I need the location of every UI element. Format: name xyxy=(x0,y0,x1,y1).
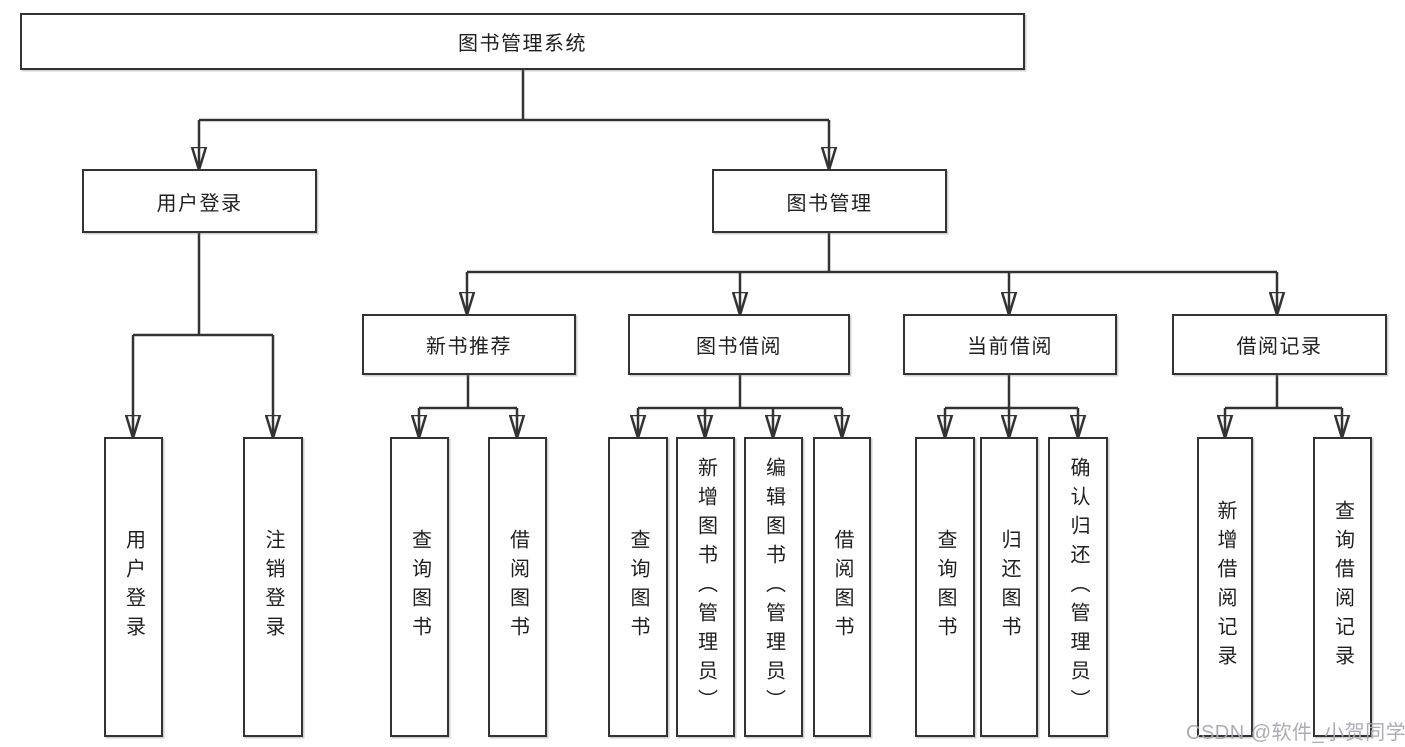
connector-records-split xyxy=(1225,375,1342,410)
leaf-logout-login: 注销登录 xyxy=(243,437,303,737)
leaf-label: 新增图书（管理员） xyxy=(694,456,717,718)
leaf-label: 借阅图书 xyxy=(506,529,529,645)
node-book-borrowing: 图书借阅 xyxy=(628,314,850,375)
leaf-newbook-borrow-books: 借阅图书 xyxy=(488,437,547,737)
leaf-borrowing-query-books: 查询图书 xyxy=(608,437,668,737)
leaf-label: 编辑图书（管理员） xyxy=(762,456,785,718)
connector-book-management-split xyxy=(467,233,1277,274)
connector-user-login-split xyxy=(133,233,273,337)
node-root-system: 图书管理系统 xyxy=(20,13,1025,70)
leaf-label: 用户登录 xyxy=(122,529,145,645)
leaf-label: 查询图书 xyxy=(408,529,431,645)
leaf-newbook-query-books: 查询图书 xyxy=(390,437,449,737)
leaf-borrowing-edit-books-admin: 编辑图书（管理员） xyxy=(744,437,803,737)
node-user-login: 用户登录 xyxy=(82,169,317,233)
leaf-records-add-record: 新增借阅记录 xyxy=(1197,437,1253,737)
leaf-current-confirm-return-admin: 确认归还（管理员） xyxy=(1048,437,1108,737)
leaf-label: 查询借阅记录 xyxy=(1331,500,1354,674)
leaf-label: 新增借阅记录 xyxy=(1214,500,1236,674)
node-current-borrowing: 当前借阅 xyxy=(903,314,1117,375)
leaf-label: 确认归还（管理员） xyxy=(1067,456,1089,718)
leaf-label: 查询图书 xyxy=(627,529,649,645)
leaf-records-query-record: 查询借阅记录 xyxy=(1313,437,1372,737)
leaf-label: 借阅图书 xyxy=(831,529,853,645)
leaf-label: 查询图书 xyxy=(934,529,956,645)
leaf-label: 归还图书 xyxy=(998,529,1020,645)
node-new-book-recommend: 新书推荐 xyxy=(362,314,576,375)
node-borrowing-records: 借阅记录 xyxy=(1172,314,1387,375)
leaf-current-query-books: 查询图书 xyxy=(915,437,975,737)
connector-new-book-split xyxy=(419,375,517,410)
connector-book-borrowing-split xyxy=(638,375,842,410)
leaf-user-login: 用户登录 xyxy=(104,437,163,737)
connector-root-split xyxy=(199,70,829,122)
csdn-watermark: CSDN @软件_小贺同学 xyxy=(1186,722,1405,744)
connector-current-borrowing-split xyxy=(945,375,1078,410)
node-book-management: 图书管理 xyxy=(712,169,947,233)
leaf-label: 注销登录 xyxy=(262,529,284,645)
leaf-current-return-books: 归还图书 xyxy=(980,437,1038,737)
leaf-borrowing-add-books-admin: 新增图书（管理员） xyxy=(676,437,735,737)
leaf-borrowing-borrow-books: 借阅图书 xyxy=(813,437,871,737)
